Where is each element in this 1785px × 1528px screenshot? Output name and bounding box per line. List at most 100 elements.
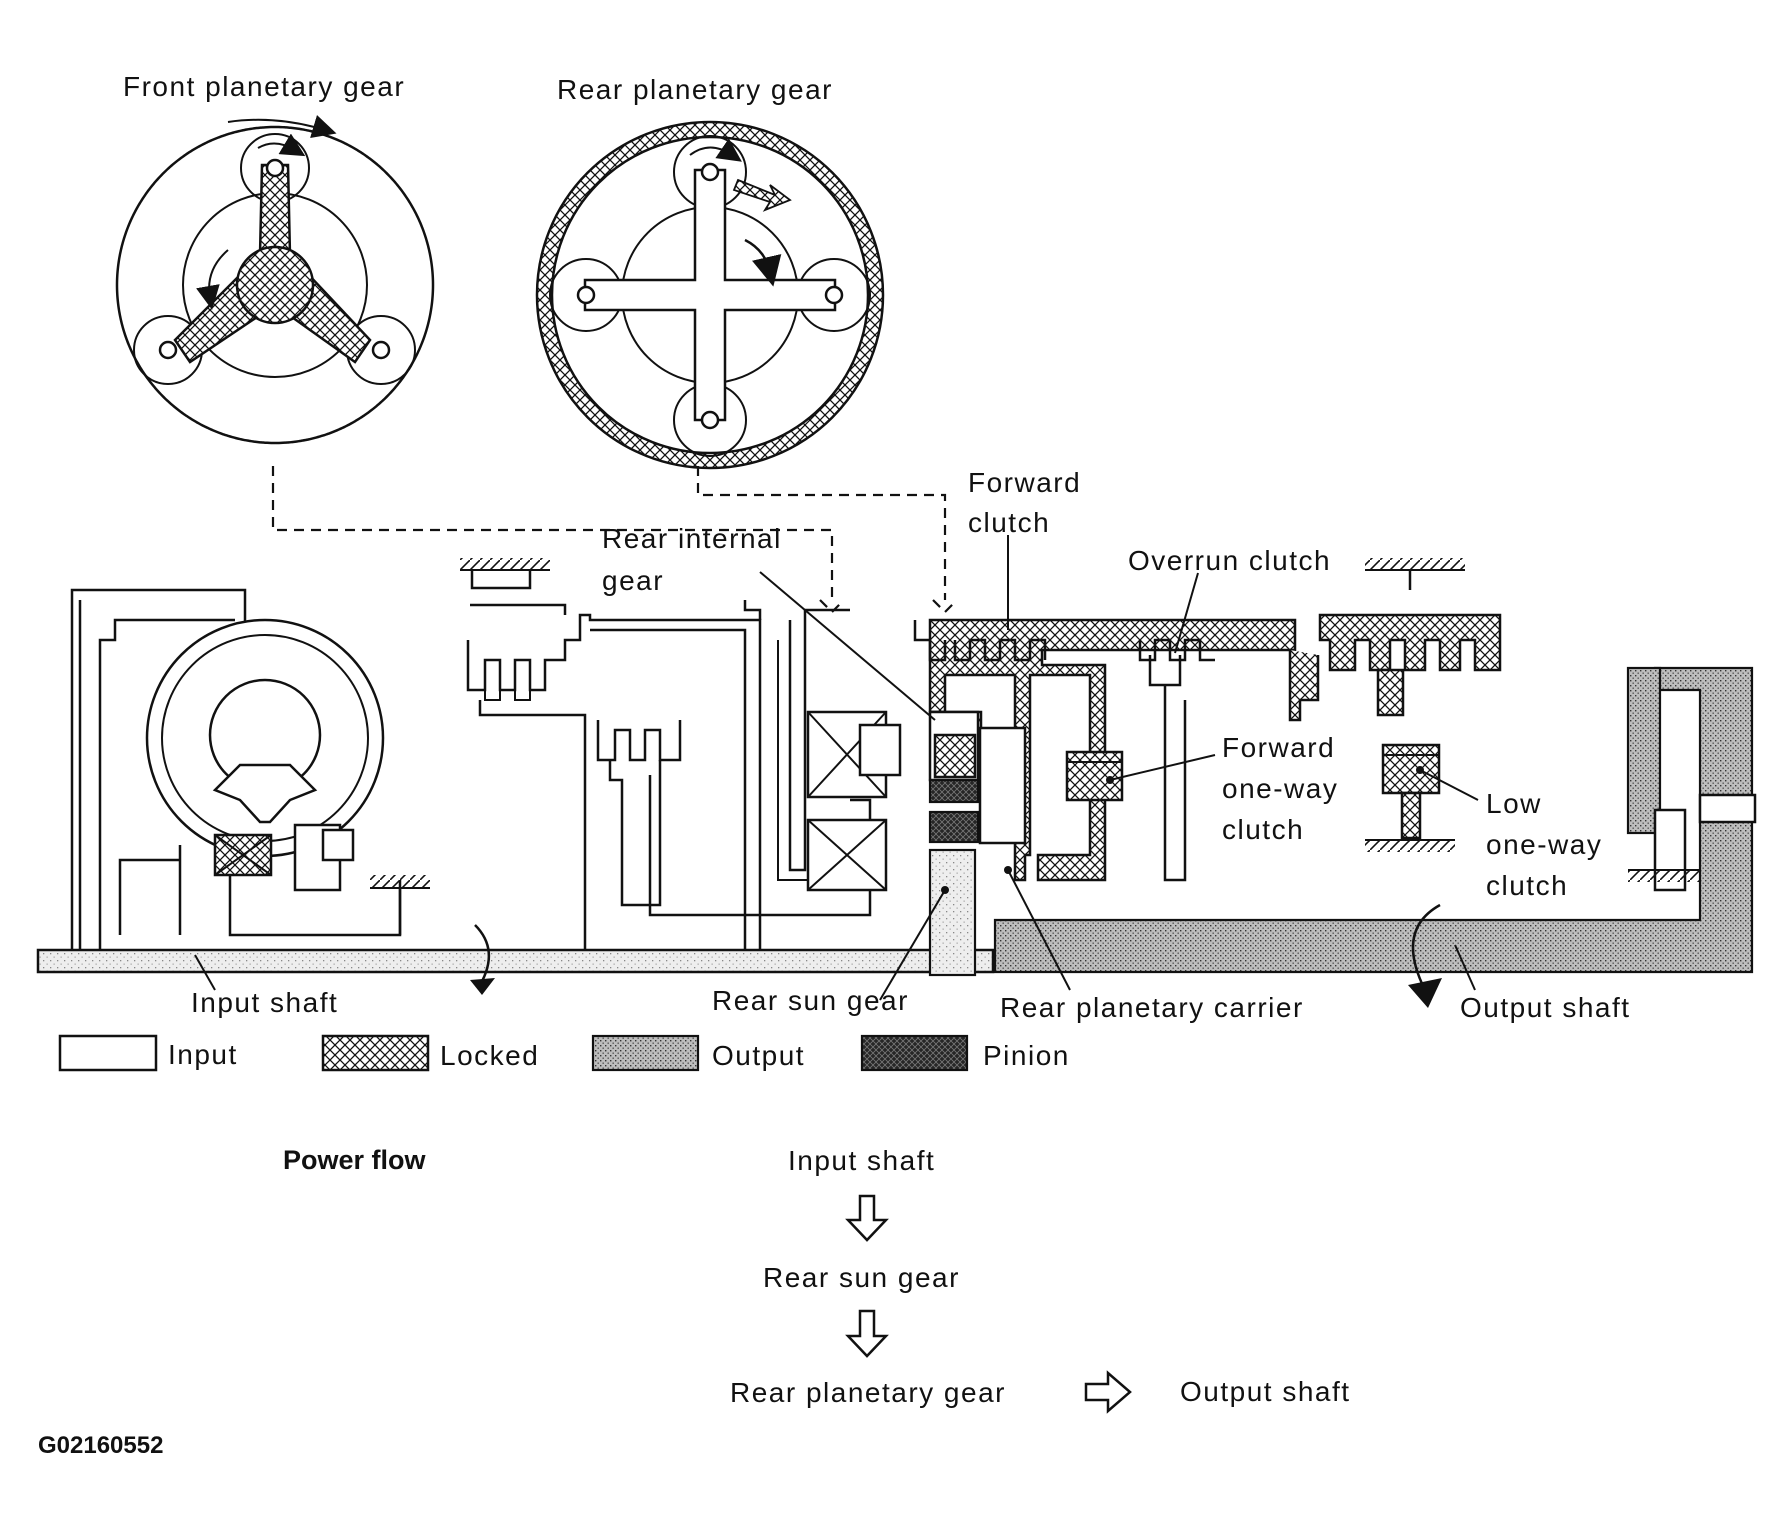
overrun-clutch-leader xyxy=(1174,572,1199,654)
legend-swatch-output xyxy=(591,1034,700,1072)
low-clutch-bottom-hatch xyxy=(1365,840,1455,852)
rear-sun-gear-column xyxy=(928,848,977,977)
output-rotation-arrow xyxy=(1411,903,1441,991)
rear-connector-arrowhead xyxy=(932,599,958,614)
output-shaft-label: Output shaft xyxy=(1460,992,1631,1023)
front-ring-gear xyxy=(115,125,435,445)
forward-one-way-label-line2: one-way xyxy=(1222,773,1338,804)
front-sun-rotation-arrow xyxy=(196,249,229,310)
rear-sun-rotation-arrow xyxy=(744,238,782,287)
rear-pinion-pin-right xyxy=(824,285,844,305)
rear-internal-gear-label-line1: Rear internal xyxy=(602,523,782,554)
rear-sun-gear-leader-dot xyxy=(941,886,949,894)
legend-label-pinion: Pinion xyxy=(983,1040,1070,1071)
power-flow-step-rear-planetary-gear: Rear planetary gear xyxy=(730,1377,1006,1408)
rear-sun-gear-label: Rear sun gear xyxy=(712,985,909,1016)
forward-one-way-leader xyxy=(1109,754,1216,781)
component-labels: Forward clutch Rear internal gear Overru… xyxy=(191,467,1631,1023)
figure-id: G02160552 xyxy=(38,1432,163,1459)
overrun-clutch-shaft xyxy=(1163,685,1187,882)
low-clutch-pack xyxy=(1318,613,1502,672)
legend-label-input: Input xyxy=(168,1039,238,1070)
rear-sun-gear-leader xyxy=(879,889,946,1001)
low-one-way-label-line2: one-way xyxy=(1486,829,1602,860)
rear-planetary-locked-block xyxy=(933,733,977,779)
planetary-block-side xyxy=(858,723,902,777)
pinion-lower xyxy=(928,810,980,844)
rear-carrier-column xyxy=(978,726,1027,845)
low-one-way-label-line3: clutch xyxy=(1486,870,1568,901)
output-rotation-arrowhead xyxy=(1408,978,1442,1008)
rear-carrier-rotation-arrow xyxy=(732,178,792,212)
power-flow-step-output-shaft: Output shaft xyxy=(1180,1376,1351,1407)
forward-one-way-label-line3: clutch xyxy=(1222,814,1304,845)
forward-one-way-label-line1: Forward xyxy=(1222,732,1335,763)
forward-clutch-label-line1: Forward xyxy=(968,467,1081,498)
forward-clutch-label-line2: clutch xyxy=(968,507,1050,538)
forward-one-way-leader-dot xyxy=(1106,776,1114,784)
power-flow-arrow-right xyxy=(1084,1370,1132,1414)
rear-planetary-carrier-leader-dot xyxy=(1004,866,1012,874)
power-flow-step-rear-sun-gear: Rear sun gear xyxy=(763,1262,960,1293)
legend-label-locked: Locked xyxy=(440,1040,539,1071)
rear-planetary-gear: Rear planetary gear xyxy=(535,74,885,470)
converter-pump-cap xyxy=(321,828,355,862)
legend-swatch-locked xyxy=(321,1034,430,1072)
rear-pinion-pin-top xyxy=(700,162,720,182)
front-pinion-pin-right xyxy=(371,340,391,360)
rear-planetary-gear-title: Rear planetary gear xyxy=(557,74,833,105)
front-clutch-hub xyxy=(478,700,587,950)
planetary-block-lower-cross xyxy=(807,819,887,891)
pinion-upper xyxy=(928,778,980,804)
front-pinion-pin-left xyxy=(158,340,178,360)
overrun-clutch-label: Overrun clutch xyxy=(1128,545,1331,576)
forward-clutch-plates xyxy=(913,620,1047,662)
low-clutch-ground-stem xyxy=(1400,791,1422,840)
output-shaft-flange xyxy=(1626,666,1662,835)
front-ground-link xyxy=(470,603,567,615)
forward-one-way-clutch-body xyxy=(1065,750,1124,802)
converter-housing xyxy=(70,588,247,950)
rear-internal-gear-drum xyxy=(743,600,850,872)
low-clutch-ground-hatch xyxy=(1365,558,1465,570)
input-shaft-label: Input shaft xyxy=(191,987,338,1018)
rear-gear-connector xyxy=(696,466,947,600)
front-drum-outer xyxy=(590,628,747,950)
legend-swatch-pinion xyxy=(860,1034,969,1072)
front-pinion-rotation-arrow xyxy=(257,133,306,157)
rear-planetary-carrier-leader xyxy=(1007,869,1071,991)
input-rotation-arrowhead xyxy=(470,978,495,995)
front-gear-connector xyxy=(271,466,834,600)
output-ground-hatch xyxy=(1628,870,1700,882)
rear-pinion-pin-left xyxy=(576,285,596,305)
low-clutch-stem xyxy=(1376,668,1405,717)
low-clutch-link xyxy=(1288,650,1320,722)
input-shaft xyxy=(36,948,995,974)
low-one-way-clutch-body xyxy=(1381,743,1441,795)
rear-planetary-carrier-label: Rear planetary carrier xyxy=(1000,992,1304,1023)
power-flow-arrow-down-1 xyxy=(845,1194,889,1242)
power-flow-step-input-shaft: Input shaft xyxy=(788,1145,935,1176)
rear-internal-gear-inner xyxy=(777,640,820,881)
rear-internal-gear-leader xyxy=(759,571,936,721)
front-planetary-gear: Front planetary gear xyxy=(115,71,435,445)
input-rotation-arrow xyxy=(474,924,491,986)
middle-clutch-pack xyxy=(596,720,682,762)
low-one-way-leader xyxy=(1419,769,1479,801)
legend: Input Locked Output Pinion xyxy=(58,1034,1070,1072)
converter-stator xyxy=(212,763,318,824)
front-clutch-plates xyxy=(484,660,531,701)
rear-internal-gear-label-line2: gear xyxy=(602,565,664,596)
output-shaft-bearing xyxy=(1698,793,1757,824)
front-ground-bracket xyxy=(470,570,532,590)
low-one-way-leader-dot xyxy=(1416,766,1424,774)
rear-pinion-rotation-arrow xyxy=(689,138,742,162)
transmission-cross-section xyxy=(36,535,1757,1008)
front-ground-hatch xyxy=(460,558,550,570)
front-sun-gear xyxy=(235,245,315,325)
front-planetary-gear-title: Front planetary gear xyxy=(123,71,405,102)
legend-label-output: Output xyxy=(712,1040,805,1071)
input-shaft-leader xyxy=(194,954,216,991)
